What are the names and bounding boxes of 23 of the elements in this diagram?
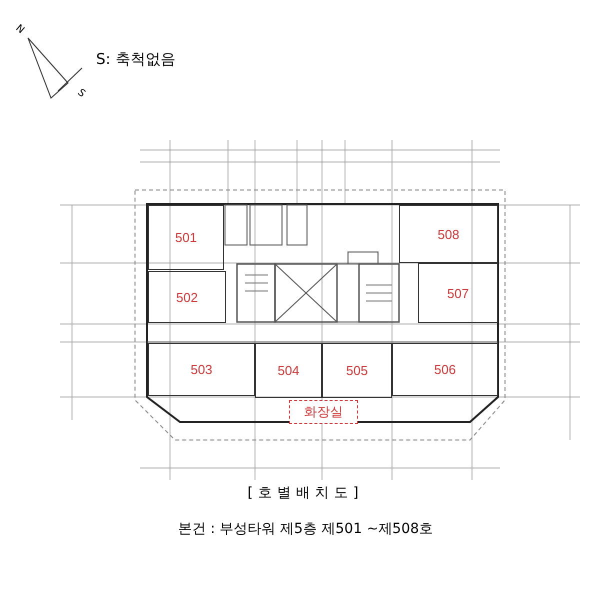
room-number: 501: [175, 230, 197, 245]
room-outline: [322, 343, 392, 398]
compass-letter: S: [75, 87, 88, 100]
room-outline: [418, 263, 498, 323]
room-number: 502: [176, 290, 198, 304]
room-outline: [399, 205, 498, 263]
room-number: 507: [447, 286, 469, 300]
description-text: 본건 : 부성타워 제5층 제501 ~제508호: [176, 520, 434, 538]
room-number: 506: [434, 362, 456, 377]
room-outline: [148, 205, 224, 270]
compass-letter: N: [13, 22, 26, 36]
room-outline: [392, 343, 498, 396]
caption: [호별배치도]: [246, 484, 364, 502]
room-outline: [148, 343, 255, 396]
room-number: 504: [278, 363, 300, 378]
room-number: 505: [346, 363, 368, 378]
room-label: 화장실: [304, 403, 343, 421]
restroom-marker: [289, 400, 358, 424]
scale-note: S: 축척없음: [96, 50, 176, 69]
room-number: 503: [190, 362, 212, 377]
room-outline: [148, 271, 226, 323]
room-number: 508: [438, 226, 460, 242]
room-outline: [255, 343, 322, 398]
